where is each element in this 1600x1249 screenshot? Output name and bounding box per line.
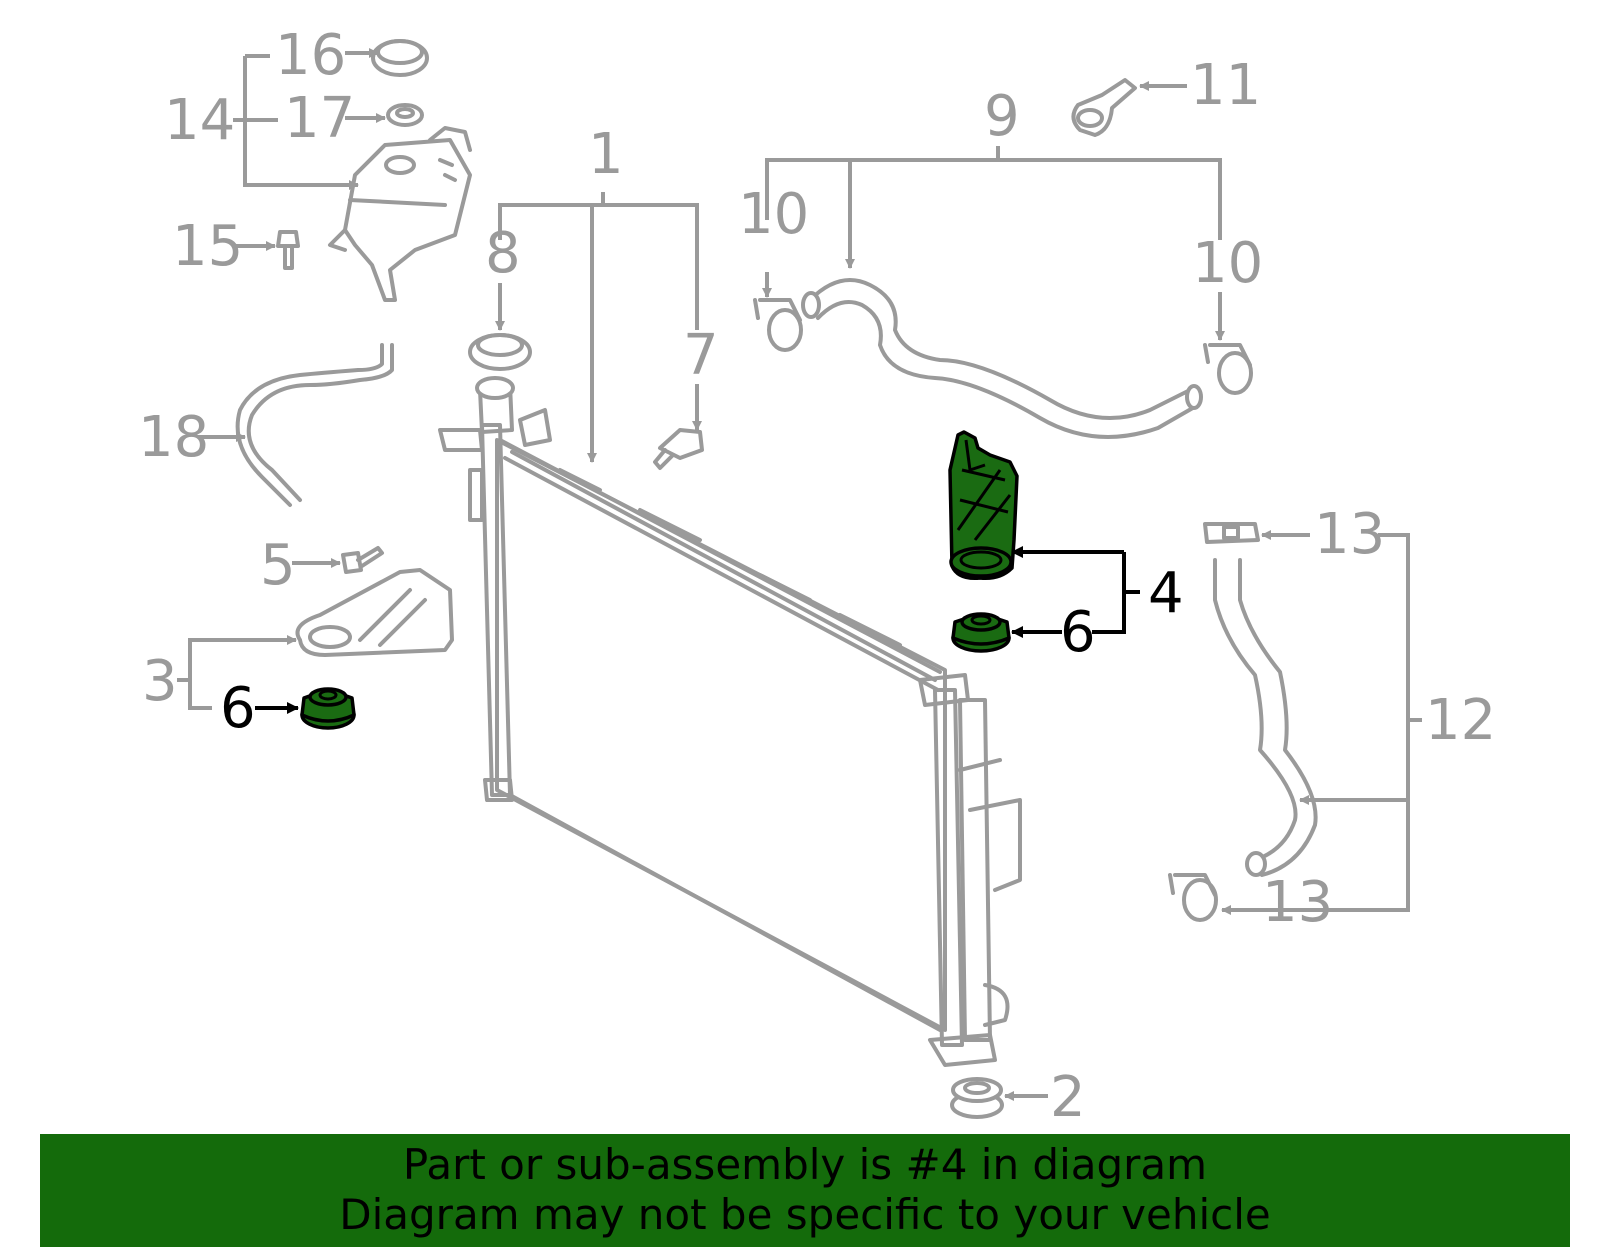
radiator-part xyxy=(438,376,1022,1067)
callout-3: 3 xyxy=(142,649,178,714)
insulator-2-part xyxy=(950,1077,1004,1119)
lower-hose-part xyxy=(1213,558,1318,877)
callout-11: 11 xyxy=(1190,53,1261,118)
insulator-6-upper-part xyxy=(951,612,1011,653)
callout-10a: 10 xyxy=(738,182,809,247)
callout-6-lower: 6 xyxy=(220,676,256,741)
callout-14: 14 xyxy=(164,88,235,153)
insulator-6-lower-part xyxy=(300,687,356,730)
callout-12: 12 xyxy=(1425,688,1496,753)
mount-bracket-3-part xyxy=(295,568,454,657)
hose-clamp-10b-part xyxy=(1203,343,1253,395)
callout-13b: 13 xyxy=(1262,870,1333,935)
info-banner: Part or sub-assembly is #4 in diagram Di… xyxy=(40,1134,1570,1247)
leader-lines xyxy=(177,48,1422,1101)
callout-7: 7 xyxy=(683,323,719,388)
upper-hose-part xyxy=(801,278,1203,439)
upper-mount-bracket-4-part xyxy=(948,430,1019,581)
callout-1: 1 xyxy=(588,122,624,187)
reservoir-cap-part xyxy=(371,39,429,77)
callout-16: 16 xyxy=(275,23,346,88)
callout-8: 8 xyxy=(485,221,521,286)
hose-clamp-10a-part xyxy=(753,298,803,352)
callout-17: 17 xyxy=(284,86,355,151)
callout-5: 5 xyxy=(260,533,296,598)
callout-2: 2 xyxy=(1050,1065,1086,1130)
bolt-5-part xyxy=(341,546,384,574)
callout-18: 18 xyxy=(138,405,209,470)
overflow-hose-part xyxy=(235,343,394,507)
hose-clip-11-part xyxy=(1071,78,1137,137)
callout-4: 4 xyxy=(1148,561,1184,626)
callout-15: 15 xyxy=(172,214,243,279)
cap-seal-part xyxy=(386,103,424,127)
callout-10b: 10 xyxy=(1192,231,1263,296)
highlight-leader-lines xyxy=(255,546,1140,714)
hose-clamp-13b-part xyxy=(1168,873,1218,922)
reservoir-tank-part xyxy=(328,126,472,302)
callout-9: 9 xyxy=(984,84,1020,149)
banner-line-2: Diagram may not be specific to your vehi… xyxy=(339,1190,1271,1239)
hose-fitting-13a-part xyxy=(1203,522,1260,544)
radiator-cap-part xyxy=(468,333,532,371)
callout-13a: 13 xyxy=(1314,502,1385,567)
drain-plug-part xyxy=(653,428,704,470)
bolt-15-part xyxy=(276,230,300,270)
banner-line-1: Part or sub-assembly is #4 in diagram xyxy=(402,1140,1208,1189)
callout-6-upper: 6 xyxy=(1060,600,1096,665)
